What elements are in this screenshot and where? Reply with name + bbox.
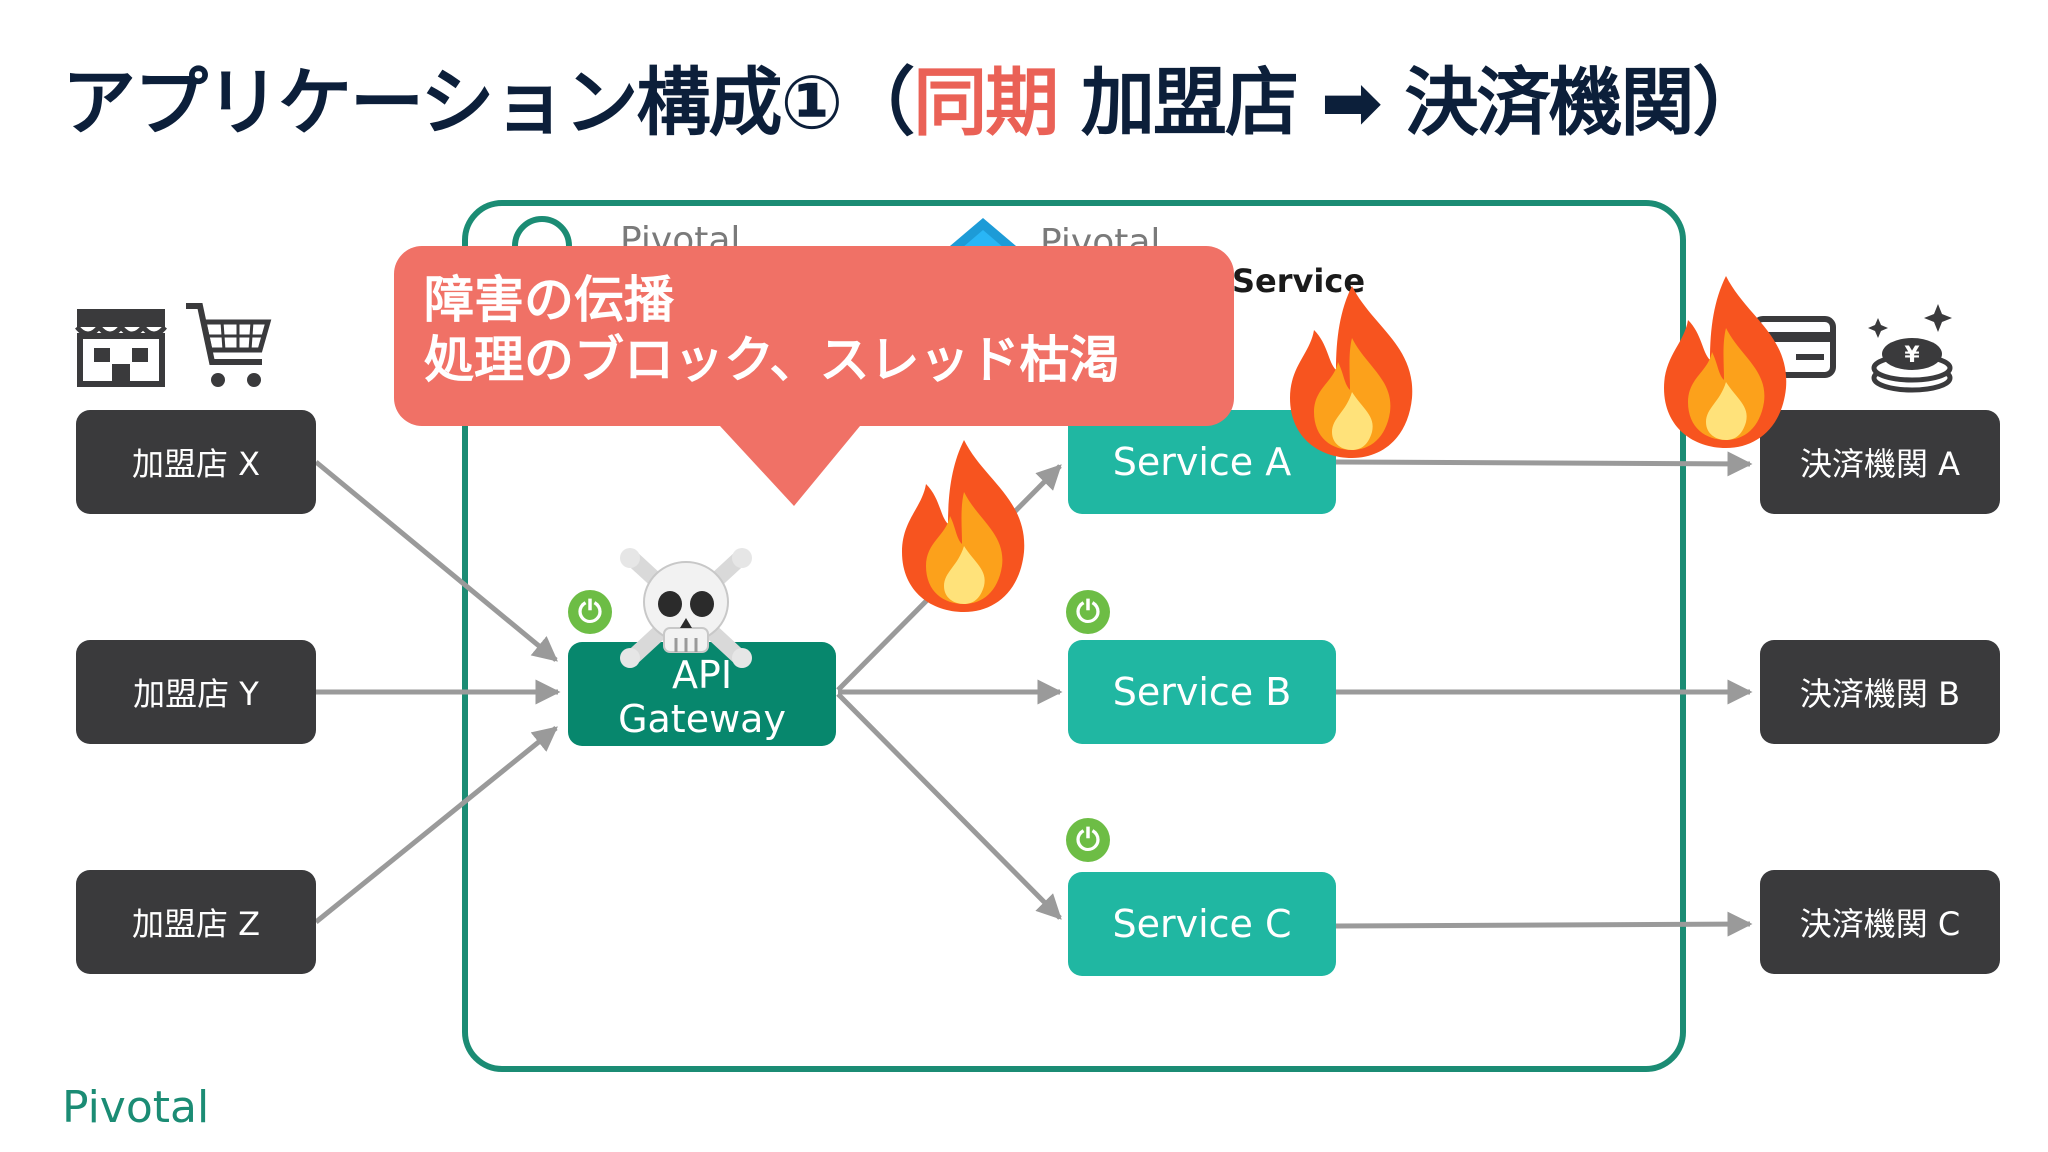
fire-icon	[892, 436, 1036, 620]
callout-line1: 障害の伝播	[424, 271, 674, 329]
power-icon: ⏻	[568, 590, 612, 634]
service-c-node: Service C	[1068, 872, 1336, 976]
callout-text: 障害の伝播 処理のブロック、スレッド枯渇	[424, 270, 1204, 390]
arrow-z-to-gateway	[314, 726, 558, 924]
api-gateway-node: API Gateway	[568, 642, 836, 746]
gateway-line1: API	[671, 653, 733, 697]
acquirer-b-node: 決済機関 B	[1760, 640, 2000, 744]
yen-coins-icon: ¥	[1860, 302, 1960, 398]
acquirer-a-node: 決済機関 A	[1760, 410, 2000, 514]
arrow-c-to-acquirer-c	[1335, 911, 1753, 937]
skull-and-crossbones-icon	[618, 540, 754, 676]
fire-icon	[1654, 272, 1798, 456]
merchant-x-node: 加盟店 X	[76, 410, 316, 514]
service-b-node: Service B	[1068, 640, 1336, 744]
acquirer-c-node: 決済機関 C	[1760, 870, 2000, 974]
pivotal-cloud-logo-icon	[948, 216, 1018, 260]
svg-text:¥: ¥	[1904, 343, 1920, 368]
merchant-z-node: 加盟店 Z	[76, 870, 316, 974]
title-prefix: アプリケーション構成①（	[62, 60, 915, 146]
arrow-gateway-to-c	[836, 692, 1062, 920]
merchant-y-node: 加盟店 Y	[76, 640, 316, 744]
callout-line2: 処理のブロック、スレッド枯渇	[424, 331, 1120, 389]
title-highlight: 同期	[913, 60, 1059, 146]
title-suffix: 加盟店 ➡ 決済機関）	[1057, 60, 1767, 146]
power-icon: ⏻	[1066, 590, 1110, 634]
power-icon: ⏻	[1066, 818, 1110, 862]
pivotal-brand-logo: Pivotal	[62, 1082, 210, 1133]
service-a-node: Service A	[1068, 410, 1336, 514]
store-icon	[74, 306, 168, 392]
callout-bubble	[394, 246, 1234, 506]
gateway-line2: Gateway	[618, 697, 786, 741]
slide-title: アプリケーション構成①（同期 加盟店 ➡ 決済機関）	[62, 48, 1767, 158]
platform-panel	[462, 200, 1686, 1072]
shopping-cart-icon	[182, 300, 272, 396]
arrow-x-to-gateway	[314, 460, 558, 662]
service-registry-label: Service	[1232, 262, 1366, 300]
arrow-a-to-acquirer-a	[1335, 451, 1753, 477]
fire-icon	[1280, 282, 1424, 466]
